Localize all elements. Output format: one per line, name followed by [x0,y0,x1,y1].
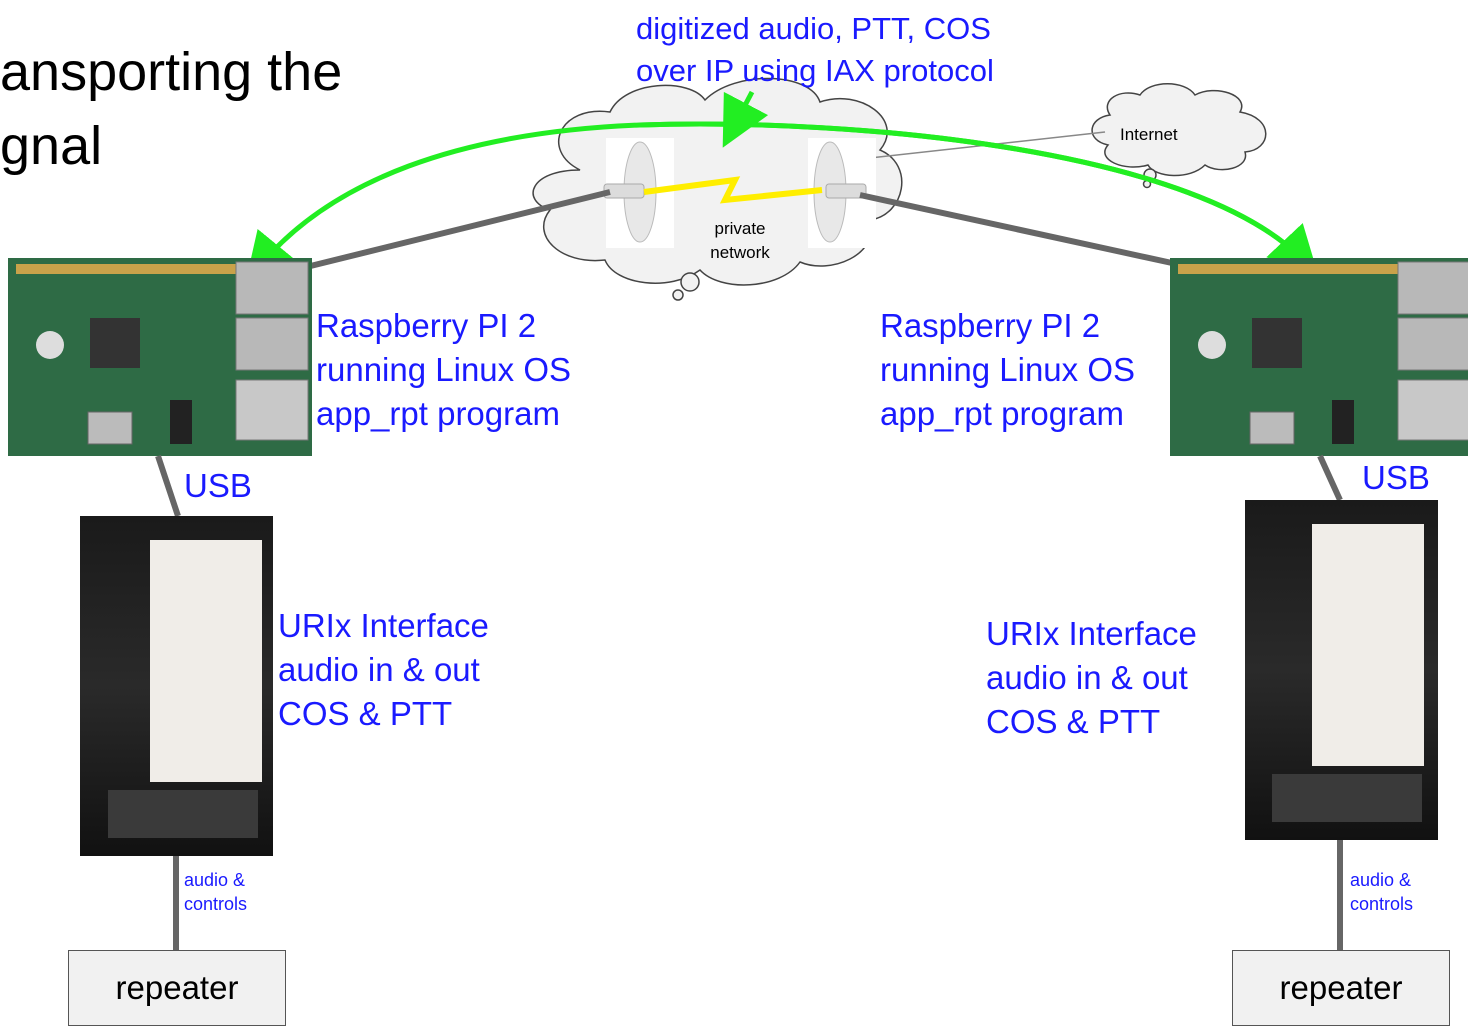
right-urix-label-line3: COS & PTT [986,703,1161,740]
left-repeater-box: repeater [68,950,286,1026]
right-cable-label-line2: controls [1350,894,1414,914]
right-ethernet-cable [859,192,1196,271]
left-cable-label-line1: audio & [184,870,246,890]
right-raspberry-pi-board [1170,258,1468,456]
right-pi-label-line3: app_rpt program [880,395,1124,432]
private-network-label-line1: private [714,219,766,238]
right-repeater-label: repeater [1279,969,1403,1006]
header-note-line2: over IP using IAX protocol [636,53,994,88]
right-dish-antenna [808,138,876,248]
left-ethernet-cable [269,189,611,279]
left-pi-label-line2: running Linux OS [316,351,571,388]
right-cable-label-line1: audio & [1350,870,1412,890]
left-urix-label-line2: audio in & out [278,651,480,688]
slide-title-line1: ansporting the [0,42,343,102]
left-dish-antenna [603,138,674,248]
right-urix-dongle [1245,500,1438,840]
right-usb-label: USB [1362,459,1430,496]
right-urix-label-line1: URIx Interface [986,615,1197,652]
left-urix-dongle [80,516,273,856]
internet-label: Internet [1120,125,1178,144]
right-pi-label-line2: running Linux OS [880,351,1135,388]
left-pi-label-line1: Raspberry PI 2 [316,307,537,344]
wireless-link [643,176,823,204]
left-cable-label-line2: controls [184,894,248,914]
left-urix-label-line1: URIx Interface [278,607,489,644]
header-note-pointer [722,90,769,148]
private-network-label-line2: network [710,243,770,262]
left-usb-cable [155,455,181,517]
right-pi-label-line1: Raspberry PI 2 [880,307,1101,344]
right-repeater-box: repeater [1232,950,1450,1026]
slide-title-line2: gnal [0,116,103,176]
header-note-line1: digitized audio, PTT, COS [636,11,991,46]
left-pi-label-line3: app_rpt program [316,395,560,432]
left-raspberry-pi-board [8,258,312,456]
left-urix-label-line3: COS & PTT [278,695,453,732]
right-usb-cable [1317,454,1343,502]
left-usb-label: USB [184,467,252,504]
right-urix-label-line2: audio in & out [986,659,1188,696]
left-repeater-label: repeater [115,969,239,1006]
